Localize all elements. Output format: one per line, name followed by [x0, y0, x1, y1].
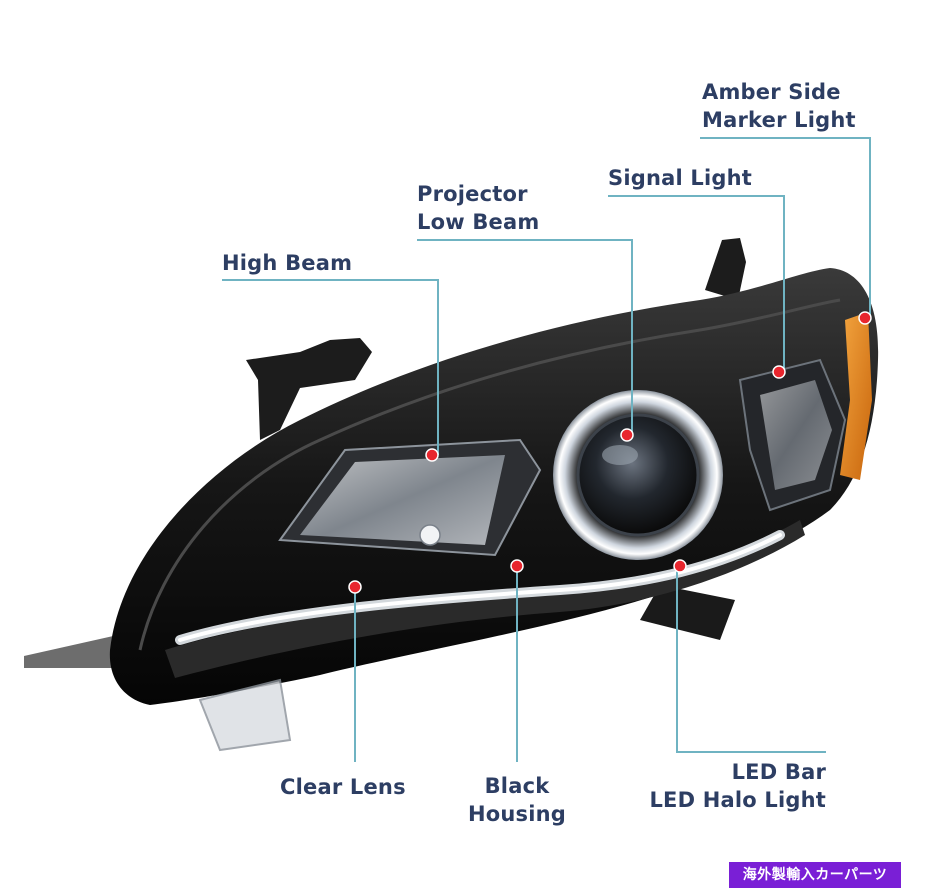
signal-reflector: [760, 380, 832, 490]
label-line: Black: [484, 774, 550, 798]
dot-amber-side: [858, 311, 872, 325]
projector-lens: [576, 413, 700, 537]
leader-high-beam: [222, 279, 439, 455]
label-line: Signal Light: [608, 166, 752, 190]
label-line: High Beam: [222, 251, 353, 275]
label-line: Clear Lens: [280, 775, 406, 799]
label-led-bar-halo: LED Bar LED Halo Light: [610, 758, 826, 814]
label-black-housing: Black Housing: [456, 772, 578, 828]
marker-dots: [348, 311, 872, 594]
label-line: Low Beam: [417, 210, 540, 234]
dot-signal: [772, 365, 786, 379]
watermark-badge: 海外製輸入カーパーツ: [729, 862, 901, 888]
dot-clear-lens: [348, 580, 362, 594]
amber-marker: [840, 312, 872, 480]
label-line: LED Halo Light: [649, 788, 826, 812]
lower-clear-tab: [198, 678, 292, 752]
dot-led-bar: [673, 559, 687, 573]
leader-amber-side: [700, 137, 871, 318]
upper-bracket-left: [246, 338, 372, 440]
label-clear-lens: Clear Lens: [280, 773, 406, 801]
high-beam-bulb: [419, 524, 441, 546]
leader-led-bar: [676, 566, 826, 753]
dot-black-housing: [510, 559, 524, 573]
label-projector-low-beam: Projector Low Beam: [417, 180, 539, 236]
label-signal-light: Signal Light: [608, 164, 752, 192]
high-beam-reflector: [300, 455, 505, 545]
label-line: Projector: [417, 182, 528, 206]
label-line: Marker Light: [702, 108, 856, 132]
projector-glint: [602, 445, 638, 465]
leader-projector: [417, 239, 633, 435]
led-bar-core: [178, 533, 782, 642]
upper-bracket-right: [705, 238, 746, 300]
label-high-beam: High Beam: [222, 249, 352, 277]
label-line: LED Bar: [731, 760, 826, 784]
label-amber-side-marker: Amber Side Marker Light: [702, 78, 856, 134]
leader-signal: [608, 195, 785, 372]
leader-lines: [222, 137, 871, 762]
dot-projector: [620, 428, 634, 442]
rear-bracket: [640, 585, 735, 640]
lens-rim: [138, 298, 841, 651]
dot-high-beam: [425, 448, 439, 462]
label-line: Housing: [467, 802, 567, 826]
label-line: Amber Side: [702, 80, 841, 104]
